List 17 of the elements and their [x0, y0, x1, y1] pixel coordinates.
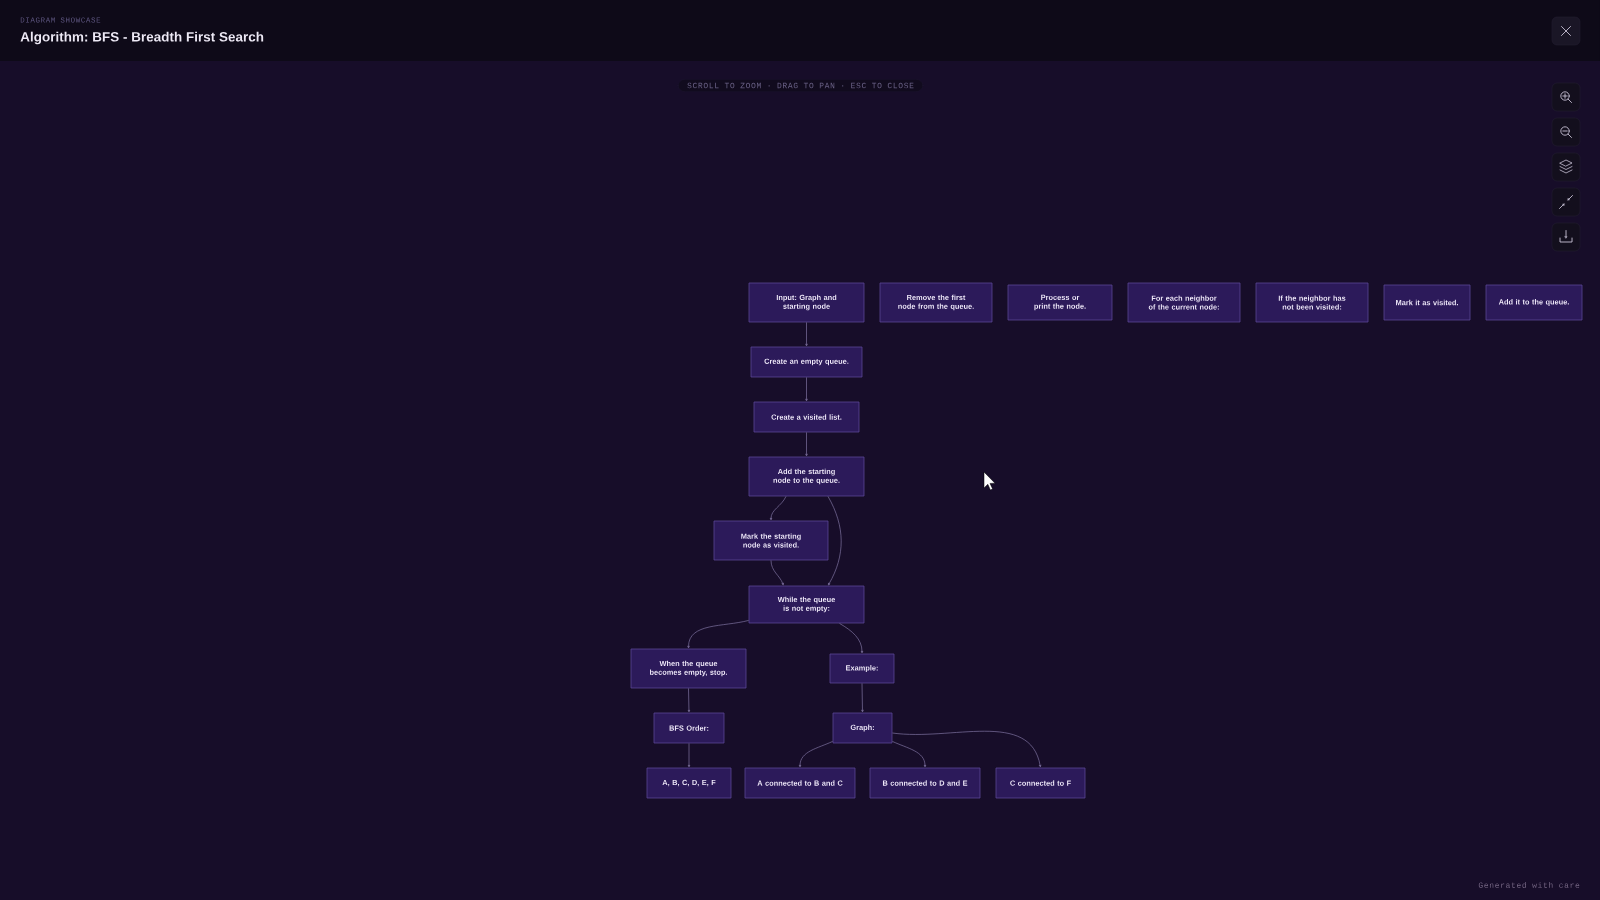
arrow — [839, 623, 864, 654]
arrow — [687, 743, 691, 768]
arrow — [827, 496, 842, 586]
arrow — [805, 377, 808, 402]
hint-label: SCROLL TO ZOOM · DRAG TO PAN · ESC TO CLOSE — [677, 79, 924, 92]
arrow — [892, 730, 1042, 768]
arrow — [861, 683, 864, 713]
arrow — [769, 496, 787, 521]
arrow — [805, 432, 808, 457]
arrow — [770, 560, 784, 586]
title: Algorithm: BFS - Breadth First Search — [20, 31, 264, 45]
arrow — [687, 688, 691, 713]
arrow — [892, 741, 927, 768]
arrow — [687, 620, 749, 649]
arrow — [805, 322, 808, 347]
arrow — [798, 741, 833, 768]
footer-label: Generated with care — [1478, 882, 1580, 888]
